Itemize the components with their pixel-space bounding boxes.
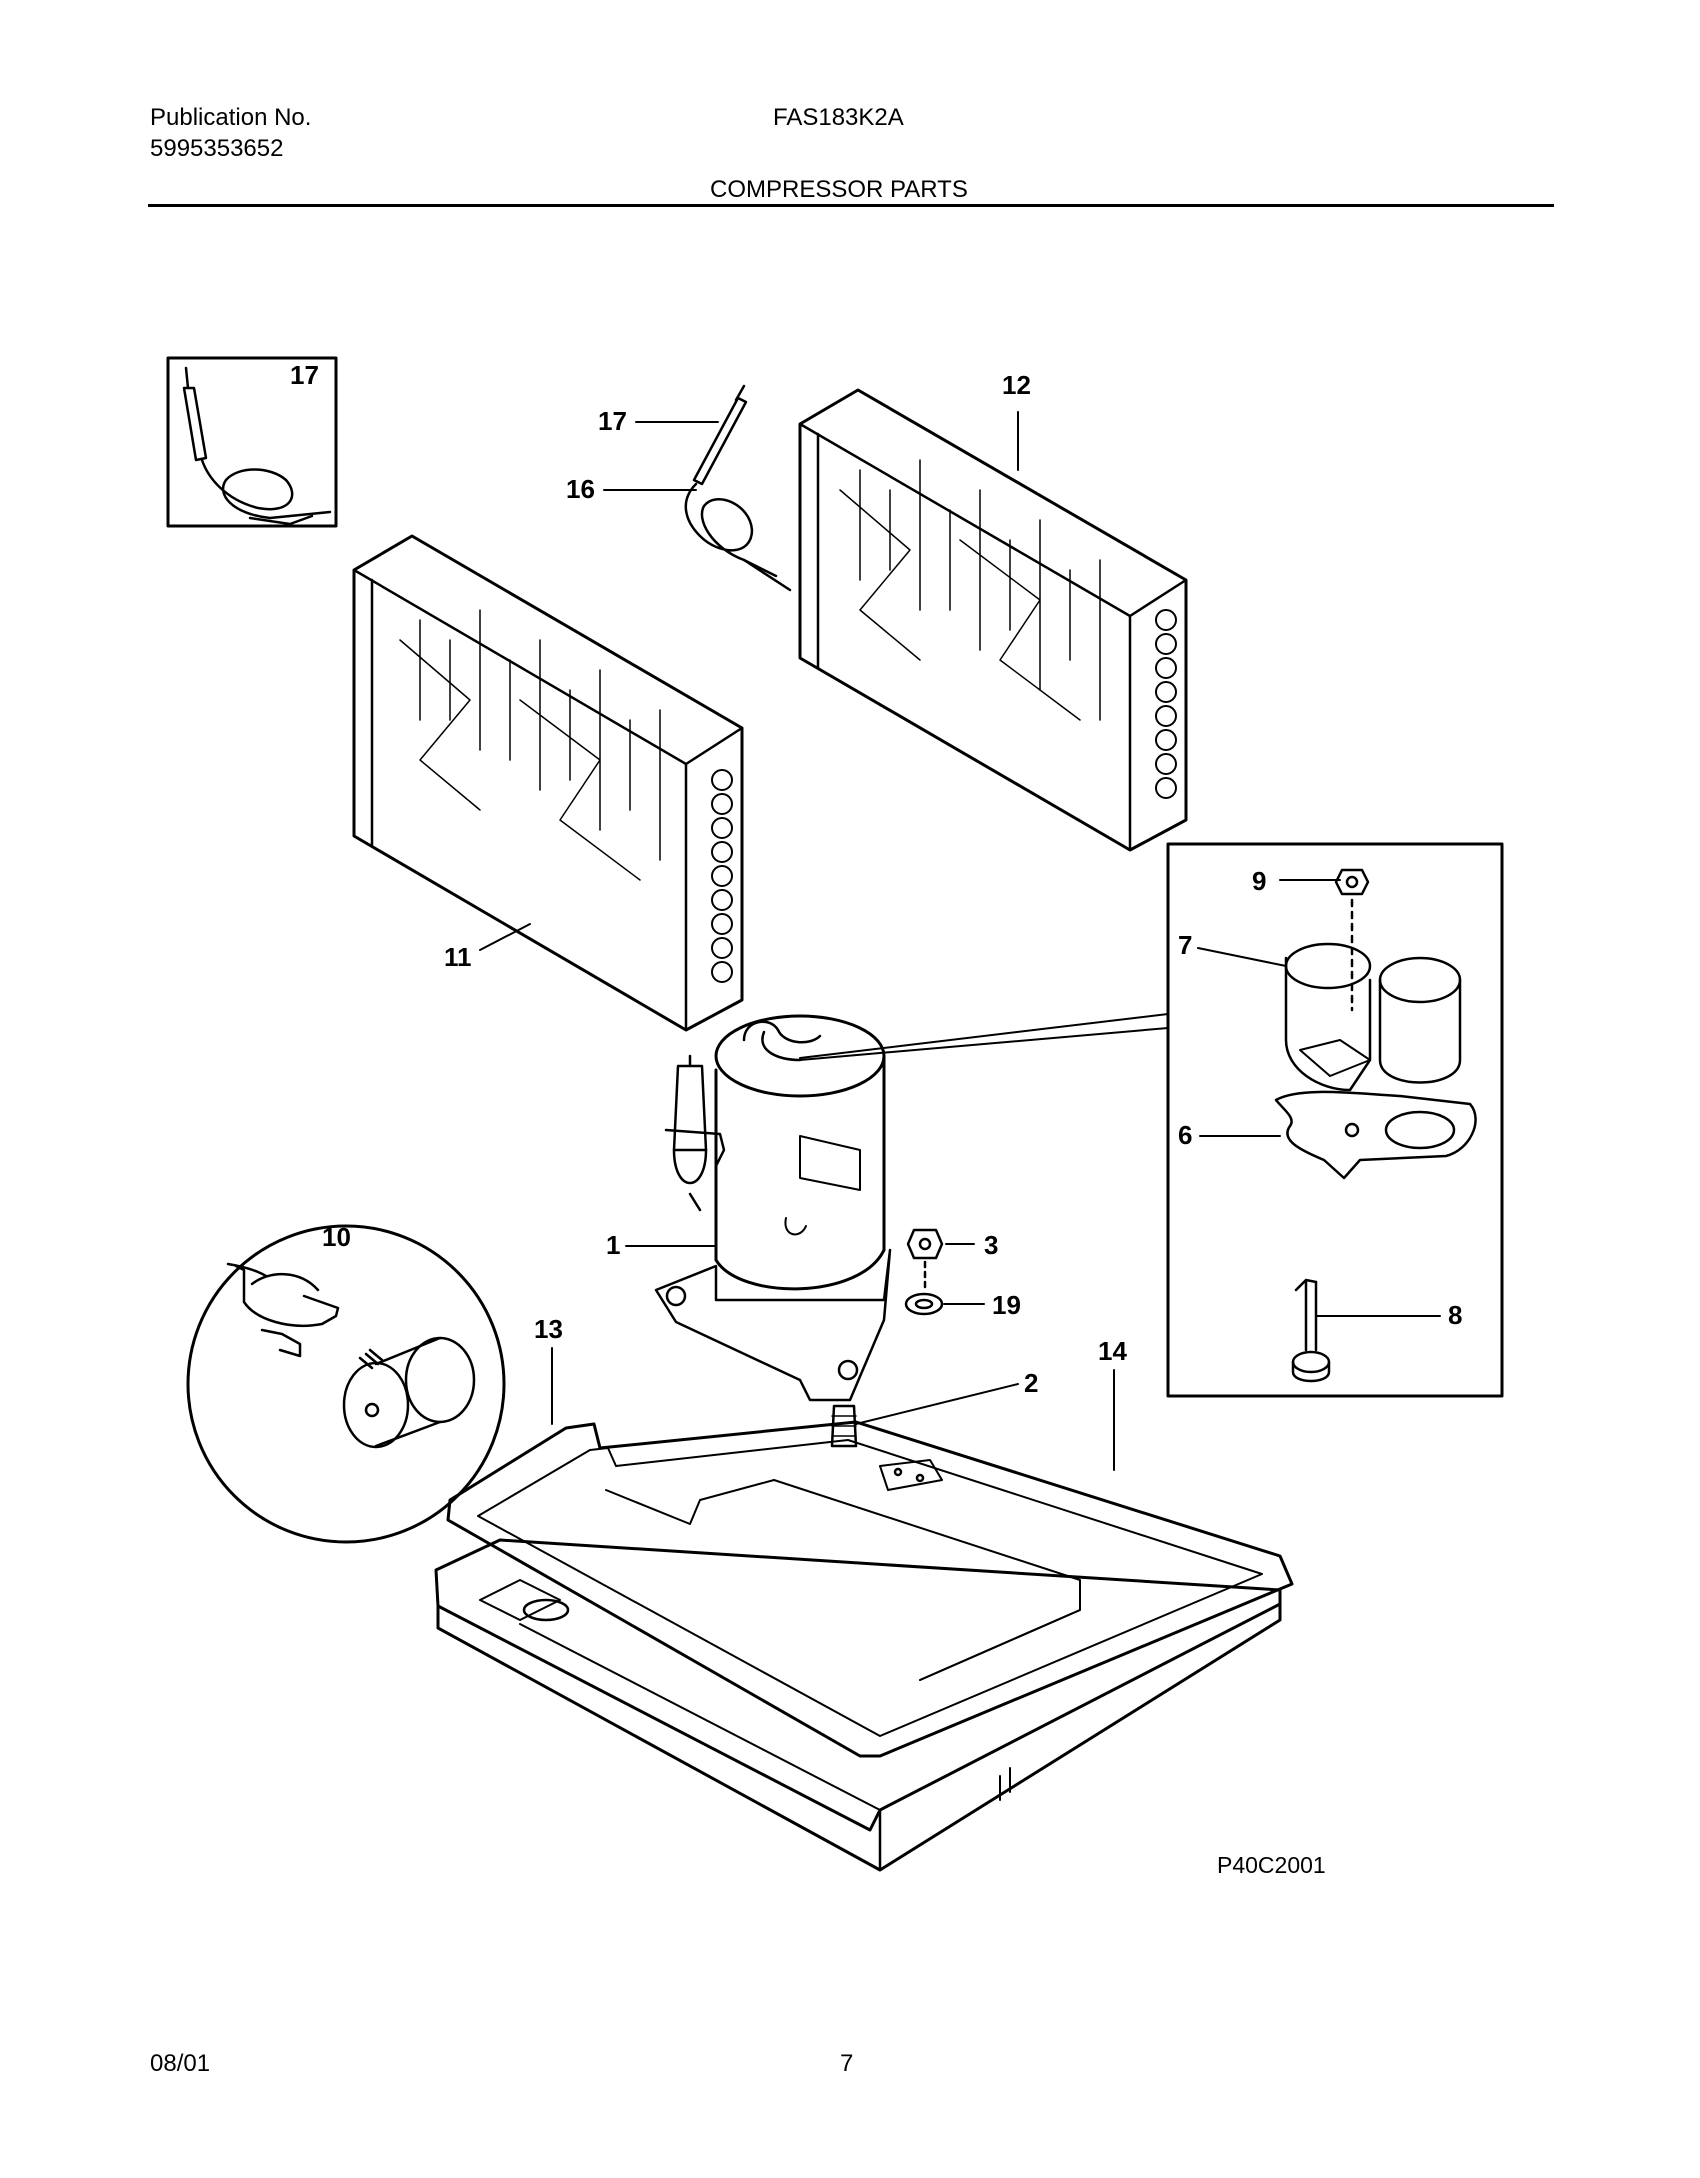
bracket-6-icon <box>1274 1090 1477 1180</box>
sensor-bulb-inset-icon <box>182 366 332 526</box>
callout-12: 12 <box>1002 370 1031 400</box>
callout-6: 6 <box>1178 1120 1192 1150</box>
callout-16: 16 <box>566 474 595 504</box>
header-rule <box>148 204 1554 207</box>
callout-13: 13 <box>534 1314 563 1344</box>
callout-2: 2 <box>1024 1368 1038 1398</box>
callout-17-inset: 17 <box>290 360 319 390</box>
inset-sensor-box <box>166 356 338 528</box>
base-pan-illustration <box>434 1420 1294 1872</box>
capacitor-detail-circle <box>186 1224 506 1544</box>
callout-14: 14 <box>1098 1336 1127 1366</box>
publication-label: Publication No. <box>150 104 312 131</box>
leader-lines <box>479 411 1441 1471</box>
nut-9-icon <box>1334 868 1370 896</box>
callout-3: 3 <box>984 1230 998 1260</box>
compressor-illustration <box>654 1014 892 1402</box>
callout-8: 8 <box>1448 1300 1462 1330</box>
overload-cover-7-icon <box>1284 942 1462 1092</box>
callout-9: 9 <box>1252 866 1266 896</box>
publication-number: 5995353652 <box>150 135 284 162</box>
terminal-8-icon <box>1291 1278 1331 1383</box>
callout-7: 7 <box>1178 930 1192 960</box>
grommet-2-icon <box>830 1404 858 1448</box>
coil-12-tube-bends <box>1155 609 1177 799</box>
footer-date: 08/01 <box>150 2050 211 2077</box>
callout-1: 1 <box>606 1230 620 1260</box>
sensor-bulb-icon <box>684 384 792 592</box>
model-number: FAS183K2A <box>773 104 904 131</box>
terminal-detail-box <box>799 842 1504 1398</box>
capacitor-icon <box>342 1336 476 1449</box>
callout-10: 10 <box>322 1222 351 1252</box>
coil-12-illustration <box>798 388 1188 852</box>
coil-11-illustration <box>352 534 744 1032</box>
callout-11: 11 <box>444 942 472 972</box>
callout-19: 19 <box>992 1290 1021 1320</box>
section-title: COMPRESSOR PARTS <box>710 176 968 203</box>
washer-19-icon <box>904 1292 944 1316</box>
drawing-code: P40C2001 <box>1217 1852 1326 1878</box>
nut-3-icon <box>906 1228 944 1292</box>
callout-17: 17 <box>598 406 627 436</box>
page-number: 7 <box>840 2050 854 2077</box>
coil-11-tube-bends <box>711 769 733 983</box>
